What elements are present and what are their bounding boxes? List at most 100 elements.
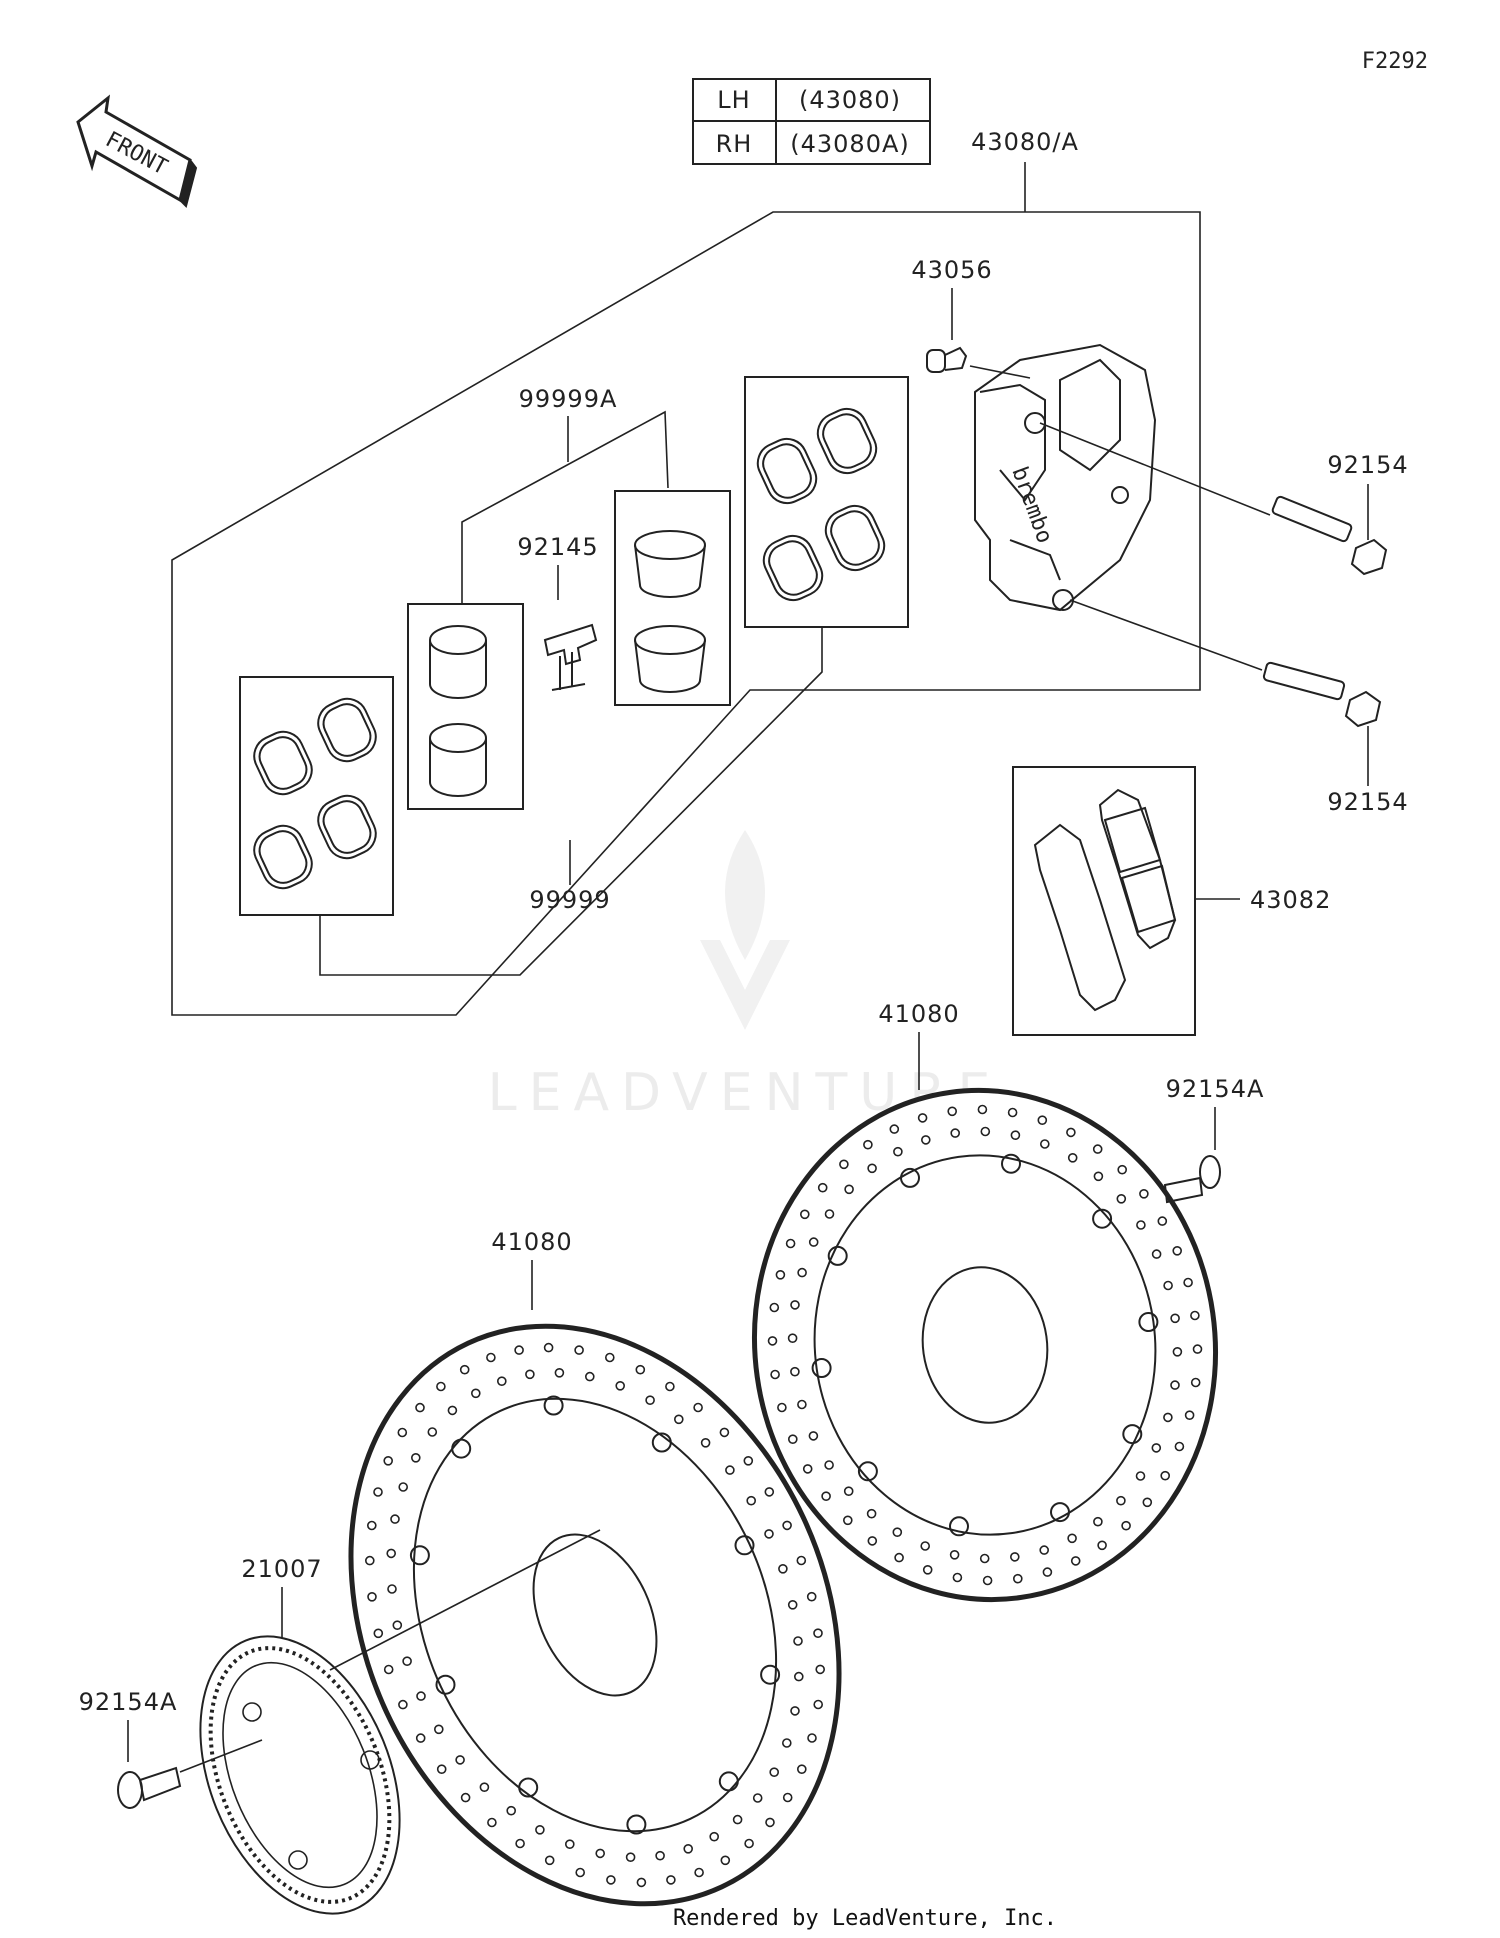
- disc-vent-hole: [787, 1600, 798, 1610]
- disc-vent-hole: [817, 1182, 828, 1193]
- disc-vent-hole: [765, 1817, 775, 1828]
- disc-vent-hole: [746, 1495, 757, 1506]
- disc-vent-hole: [950, 1128, 961, 1138]
- disc-vent-hole: [892, 1527, 903, 1537]
- disc-vent-hole: [709, 1831, 720, 1842]
- disc-vent-hole: [782, 1520, 792, 1531]
- disc-vent-hole: [1097, 1540, 1107, 1551]
- disc-vent-hole: [1007, 1107, 1018, 1118]
- disc-vent-hole: [844, 1184, 854, 1195]
- seal-rings-box-right: [744, 376, 909, 628]
- disc-vent-hole: [824, 1209, 835, 1219]
- disc-vent-hole: [1093, 1516, 1103, 1527]
- disc-vent-hole: [1037, 1115, 1048, 1125]
- disc-float-button: [811, 1358, 832, 1378]
- disc-vent-hole: [535, 1825, 545, 1835]
- disc-vent-hole: [487, 1817, 497, 1828]
- disc-float-button: [543, 1395, 564, 1416]
- disc-vent-hole: [397, 1427, 408, 1438]
- seal-kit-bracket: [319, 627, 823, 976]
- disc-vent-hole: [1093, 1171, 1104, 1182]
- brake-pads-box: [1012, 766, 1196, 1036]
- callout-43080-a: 43080/A: [971, 128, 1079, 156]
- disc-vent-hole: [564, 1839, 575, 1849]
- disc-vent-hole: [436, 1764, 447, 1774]
- disc-vent-hole: [719, 1427, 730, 1438]
- disc-vent-hole: [1170, 1380, 1180, 1390]
- callout-92154-lower: 92154: [1327, 788, 1408, 816]
- disc-vent-hole: [808, 1237, 819, 1247]
- disc-vent-hole: [922, 1565, 933, 1575]
- figure-code: F2292: [1362, 49, 1428, 74]
- disc-vent-hole: [366, 1520, 377, 1531]
- disc-vent-hole: [436, 1381, 446, 1392]
- disc-vent-hole: [1066, 1127, 1076, 1138]
- disc-vent-hole: [410, 1453, 421, 1463]
- disc-vent-hole: [392, 1620, 403, 1630]
- disc-vent-hole: [694, 1867, 704, 1878]
- disc-vent-hole: [604, 1352, 615, 1363]
- disc-vent-hole: [666, 1875, 676, 1885]
- disc-float-button: [857, 1461, 878, 1482]
- disc-vent-hole: [398, 1699, 408, 1710]
- disc-vent-hole: [1157, 1216, 1168, 1226]
- disc-vent-hole: [764, 1487, 775, 1497]
- disc-vent-hole: [455, 1755, 465, 1765]
- disc-vent-hole: [1170, 1313, 1180, 1324]
- disc-vent-hole: [793, 1636, 803, 1646]
- disc-float-button: [718, 1771, 739, 1792]
- pad-spring-part: [543, 623, 598, 691]
- disc-vent-hole: [1116, 1194, 1127, 1204]
- disc-vent-hole: [821, 1491, 831, 1501]
- disc-vent-hole: [767, 1336, 778, 1346]
- disc-vent-hole: [543, 1342, 554, 1353]
- disc-vent-hole: [1160, 1470, 1170, 1481]
- disc-vent-hole: [866, 1508, 877, 1519]
- disc-vent-hole: [1040, 1139, 1050, 1149]
- disc-vent-hole: [1067, 1533, 1077, 1544]
- disc-float-button: [409, 1545, 430, 1566]
- disc-vent-hole: [1067, 1153, 1078, 1163]
- disc-vent-hole: [402, 1656, 412, 1666]
- disc-float-button: [1138, 1312, 1159, 1332]
- disc-float-button: [1122, 1424, 1143, 1445]
- disc-vent-hole: [790, 1300, 800, 1310]
- disc-vent-hole: [1190, 1377, 1201, 1388]
- seal-rings-box-left: [239, 676, 394, 916]
- side-lh: LH: [717, 86, 750, 114]
- disc-vent-hole: [732, 1814, 743, 1825]
- disc-vent-hole: [807, 1733, 817, 1743]
- disc-vent-hole: [447, 1405, 458, 1416]
- footer-credit: Rendered by LeadVenture, Inc.: [673, 1906, 1057, 1931]
- disc-vent-hole: [770, 1369, 780, 1380]
- disc-float-button: [760, 1664, 781, 1685]
- disc-vent-hole: [683, 1844, 694, 1854]
- disc-float-button: [900, 1167, 920, 1188]
- disc-vent-hole: [1042, 1567, 1053, 1577]
- disc-vent-hole: [889, 1124, 900, 1134]
- disc-vent-hole: [808, 1431, 819, 1441]
- disc-vent-hole: [496, 1376, 507, 1386]
- callout-43082: 43082: [1250, 886, 1331, 914]
- disc-vent-hole: [1039, 1545, 1049, 1555]
- callout-41080-right: 41080: [878, 1000, 959, 1028]
- caliper-body: [974, 343, 1157, 612]
- disc-vent-hole: [775, 1270, 786, 1280]
- disc-vent-hole: [1117, 1164, 1127, 1175]
- disc-vent-hole: [398, 1482, 409, 1492]
- callout-92154a-left: 92154A: [79, 1688, 178, 1716]
- disc-vent-hole: [514, 1345, 524, 1355]
- disc-vent-hole: [720, 1855, 731, 1866]
- part-lh: (43080): [799, 86, 901, 114]
- disc-vent-hole: [584, 1371, 595, 1382]
- disc-vent-hole: [839, 1159, 849, 1170]
- disc-vent-hole: [625, 1852, 636, 1862]
- seal-kit-a-bracket: [461, 410, 669, 603]
- disc-vent-hole: [796, 1555, 807, 1566]
- callout-43056: 43056: [911, 256, 992, 284]
- disc-float-button: [626, 1814, 647, 1835]
- disc-vent-hole: [799, 1209, 810, 1220]
- disc-vent-hole: [1174, 1441, 1185, 1452]
- watermark: LEADVENTURE: [488, 830, 990, 1123]
